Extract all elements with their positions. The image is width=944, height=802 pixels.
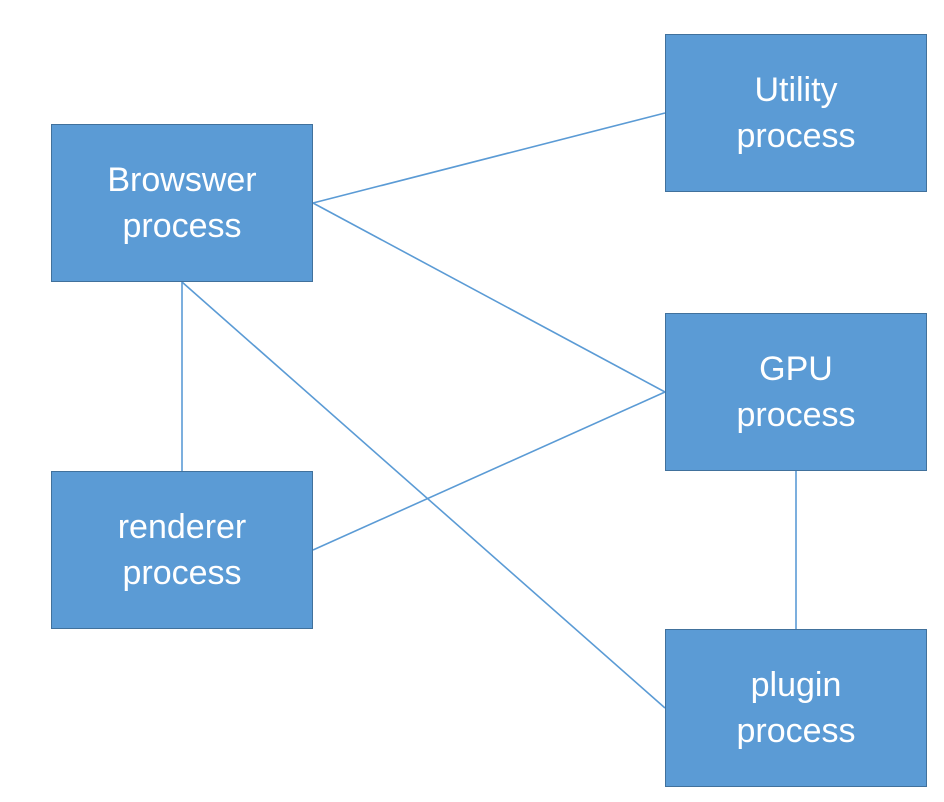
renderer-process-node: renderer process: [51, 471, 313, 629]
utility-process-label-line1: Utility: [754, 71, 838, 109]
renderer-process-label-line2: process: [122, 554, 242, 592]
edge-renderer-gpu: [312, 391, 666, 551]
utility-process-node: Utility process: [665, 34, 927, 192]
edge-browser-gpu: [312, 202, 666, 393]
renderer-process-label-line1: renderer: [117, 508, 247, 546]
edge-browser-utility: [312, 112, 666, 204]
plugin-process-label-line1: plugin: [750, 666, 842, 704]
browser-process-node: Browswer process: [51, 124, 313, 282]
gpu-process-label-line1: GPU: [759, 350, 833, 388]
gpu-process-node: GPU process: [665, 313, 927, 471]
gpu-process-label-line2: process: [736, 396, 856, 434]
browser-process-label-line2: process: [122, 207, 242, 245]
edge-browser-plugin: [181, 281, 666, 709]
plugin-process-node: plugin process: [665, 629, 927, 787]
plugin-process-label-line2: process: [736, 712, 856, 750]
browser-process-label-line1: Browswer: [107, 161, 257, 199]
utility-process-label-line2: process: [736, 117, 856, 155]
